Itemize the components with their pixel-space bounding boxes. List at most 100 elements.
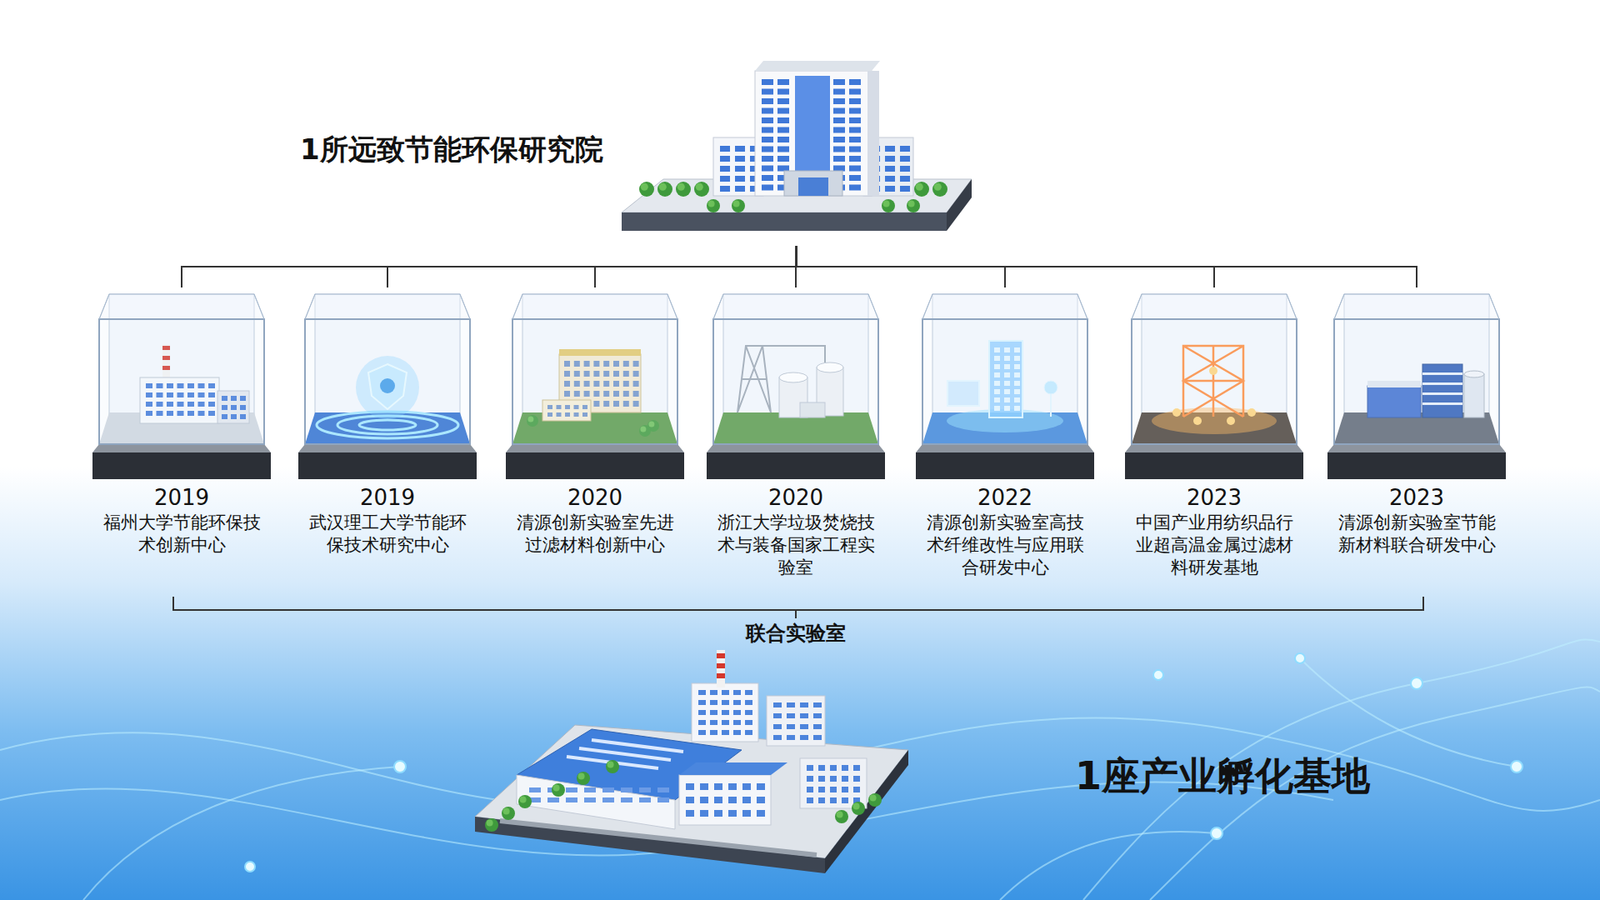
tree — [639, 181, 655, 197]
plinth — [505, 452, 685, 480]
window — [818, 786, 825, 793]
window — [721, 730, 730, 735]
window — [710, 720, 718, 725]
lab-name: 武汉理工大学节能环保技术研究中心 — [301, 511, 474, 557]
plinth — [915, 452, 1095, 480]
window — [849, 136, 861, 143]
window — [849, 98, 861, 105]
glass-top — [99, 294, 265, 320]
window — [849, 117, 861, 124]
window — [761, 79, 774, 85]
window — [818, 797, 825, 804]
case-group — [92, 294, 271, 480]
connector-line — [796, 245, 1417, 288]
tree — [868, 793, 882, 807]
plinth-top — [92, 444, 271, 453]
window — [800, 735, 809, 740]
window — [756, 810, 765, 817]
window — [849, 185, 861, 191]
window — [841, 797, 849, 804]
window — [745, 730, 753, 735]
glass-front — [922, 319, 1088, 445]
window — [639, 797, 651, 803]
platform-side — [946, 179, 972, 231]
window — [761, 155, 774, 162]
glass-front — [99, 319, 265, 445]
circuit-dot — [245, 861, 255, 872]
window — [565, 797, 578, 803]
window — [728, 783, 737, 790]
window — [584, 787, 596, 793]
glass-top — [1131, 294, 1297, 320]
window — [900, 165, 910, 172]
tree — [707, 200, 715, 208]
window — [761, 185, 774, 191]
window — [813, 724, 822, 730]
window — [849, 155, 861, 162]
window — [602, 787, 615, 793]
glass-case — [1118, 287, 1310, 484]
lab-node: 2020清源创新实验室先进过滤材料创新中心 — [499, 287, 691, 557]
glass-front — [305, 319, 470, 445]
window — [841, 786, 849, 793]
lab-name: 清源创新实验室节能新材料联合研发中心 — [1330, 511, 1503, 557]
window — [849, 175, 861, 181]
connector-line — [181, 245, 797, 288]
window — [786, 713, 795, 719]
glass-top — [713, 294, 879, 320]
window — [735, 145, 745, 152]
window — [742, 796, 751, 804]
window — [720, 145, 730, 152]
window — [620, 787, 633, 793]
tree — [675, 181, 691, 197]
glass-edge — [512, 294, 678, 320]
window — [685, 810, 695, 817]
window — [700, 810, 709, 817]
circuit-dots — [245, 653, 1523, 872]
window — [813, 713, 822, 719]
glass-case — [700, 287, 892, 484]
tree — [915, 183, 923, 191]
window — [733, 690, 741, 695]
glass-front — [512, 319, 678, 445]
glass-case — [1320, 287, 1513, 484]
window — [761, 136, 774, 143]
tree — [706, 199, 720, 213]
office — [766, 695, 825, 746]
case-group — [298, 294, 477, 480]
window — [777, 155, 790, 162]
window — [761, 146, 774, 153]
window — [786, 702, 795, 708]
bracket-line — [173, 596, 1424, 610]
tree — [933, 183, 941, 191]
window — [885, 155, 895, 162]
window — [721, 700, 730, 705]
node-title: 1座产业孵化基地 — [1075, 750, 1370, 803]
glass-top — [1334, 294, 1500, 320]
tree — [906, 199, 920, 213]
lab-node: 2023中国产业用纺织品行业超高温金属过滤材料研发基地 — [1118, 287, 1310, 580]
bracket — [173, 596, 1424, 619]
building-group — [621, 60, 972, 231]
circuit-dot — [1510, 760, 1523, 773]
institute-building — [613, 45, 980, 246]
platform-front — [621, 212, 947, 231]
group-label: 联合实验室 — [740, 620, 851, 647]
window — [710, 710, 718, 715]
window — [818, 775, 825, 782]
window — [761, 98, 774, 105]
window — [833, 136, 845, 143]
lab-block — [679, 775, 771, 825]
office — [800, 758, 867, 809]
solar-roof — [679, 762, 788, 775]
window — [728, 810, 737, 817]
window — [786, 735, 795, 740]
window — [700, 796, 709, 804]
roof — [755, 60, 880, 71]
glass-edge — [305, 294, 470, 320]
window — [885, 165, 895, 172]
window — [698, 710, 706, 715]
circuit-line — [83, 766, 400, 900]
window — [720, 185, 730, 192]
door — [798, 177, 829, 196]
